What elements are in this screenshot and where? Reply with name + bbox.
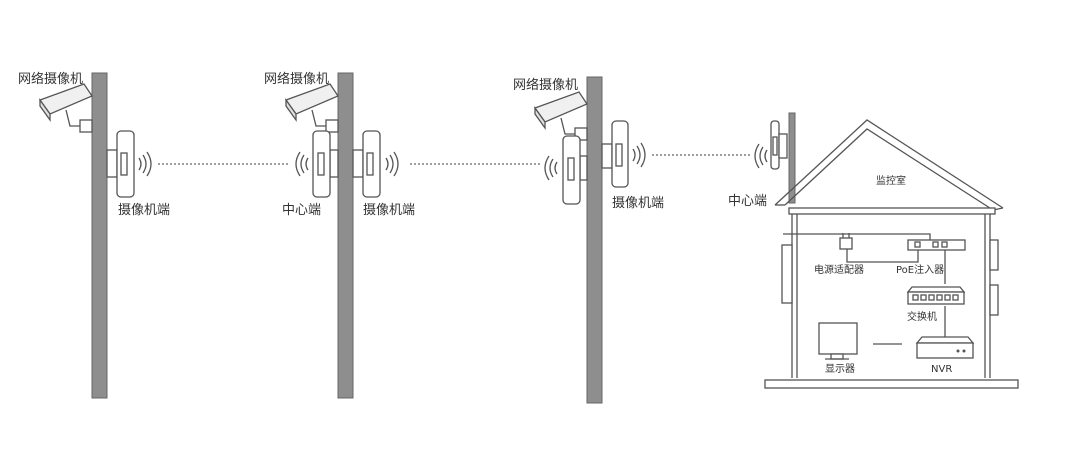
ap-camera-2-label: 摄像机端 xyxy=(363,203,415,218)
camera-2-label: 网络摄像机 xyxy=(264,71,329,87)
ap-center-2-signal-icon xyxy=(754,143,768,169)
ap-camera-2-device xyxy=(352,130,381,198)
pole-1 xyxy=(91,72,108,399)
ap-camera-1-device xyxy=(106,130,135,198)
ap-camera-1-signal-icon xyxy=(138,151,152,177)
ap-camera-3-label: 摄像机端 xyxy=(612,196,664,211)
ap-center-2-device xyxy=(770,120,788,170)
ap-camera-2-signal-icon xyxy=(385,151,399,177)
display-monitor-icon xyxy=(818,322,858,360)
camera-3-label: 网络摄像机 xyxy=(513,77,578,93)
ap-camera-1-label: 摄像机端 xyxy=(118,203,170,218)
ap-camera-3-signal-icon xyxy=(632,142,646,168)
pole-3 xyxy=(586,76,603,404)
ap-center-relay-device xyxy=(562,135,588,205)
room-wiring xyxy=(783,233,946,345)
nvr-label: NVR xyxy=(931,364,952,375)
ap-center-relay-signal-icon xyxy=(544,155,558,181)
camera-1-label: 网络摄像机 xyxy=(18,71,83,87)
camera-1-icon xyxy=(39,83,93,133)
display-label: 显示器 xyxy=(825,363,855,375)
camera-2-icon xyxy=(285,83,339,133)
nvr-icon xyxy=(915,336,975,359)
ap-camera-3-device xyxy=(601,120,629,188)
power-adapter-icon xyxy=(839,233,853,250)
ap-center-1-signal-icon xyxy=(295,151,309,177)
switch-label: 交换机 xyxy=(907,310,937,323)
ap-center-1-label: 中心端 xyxy=(282,203,321,218)
power-adapter-label: 电源适配器 xyxy=(814,263,864,276)
switch-icon xyxy=(906,286,966,305)
poe-injector-label: PoE注入器 xyxy=(896,263,944,276)
monitor-room-house xyxy=(764,112,1019,389)
pole-2 xyxy=(337,72,354,399)
poe-injector-icon xyxy=(907,239,966,251)
ap-center-2-label: 中心端 xyxy=(728,194,767,209)
camera-3-icon xyxy=(534,91,588,141)
monitor-room-label: 监控室 xyxy=(876,174,906,187)
ap-center-1-device xyxy=(312,130,339,198)
